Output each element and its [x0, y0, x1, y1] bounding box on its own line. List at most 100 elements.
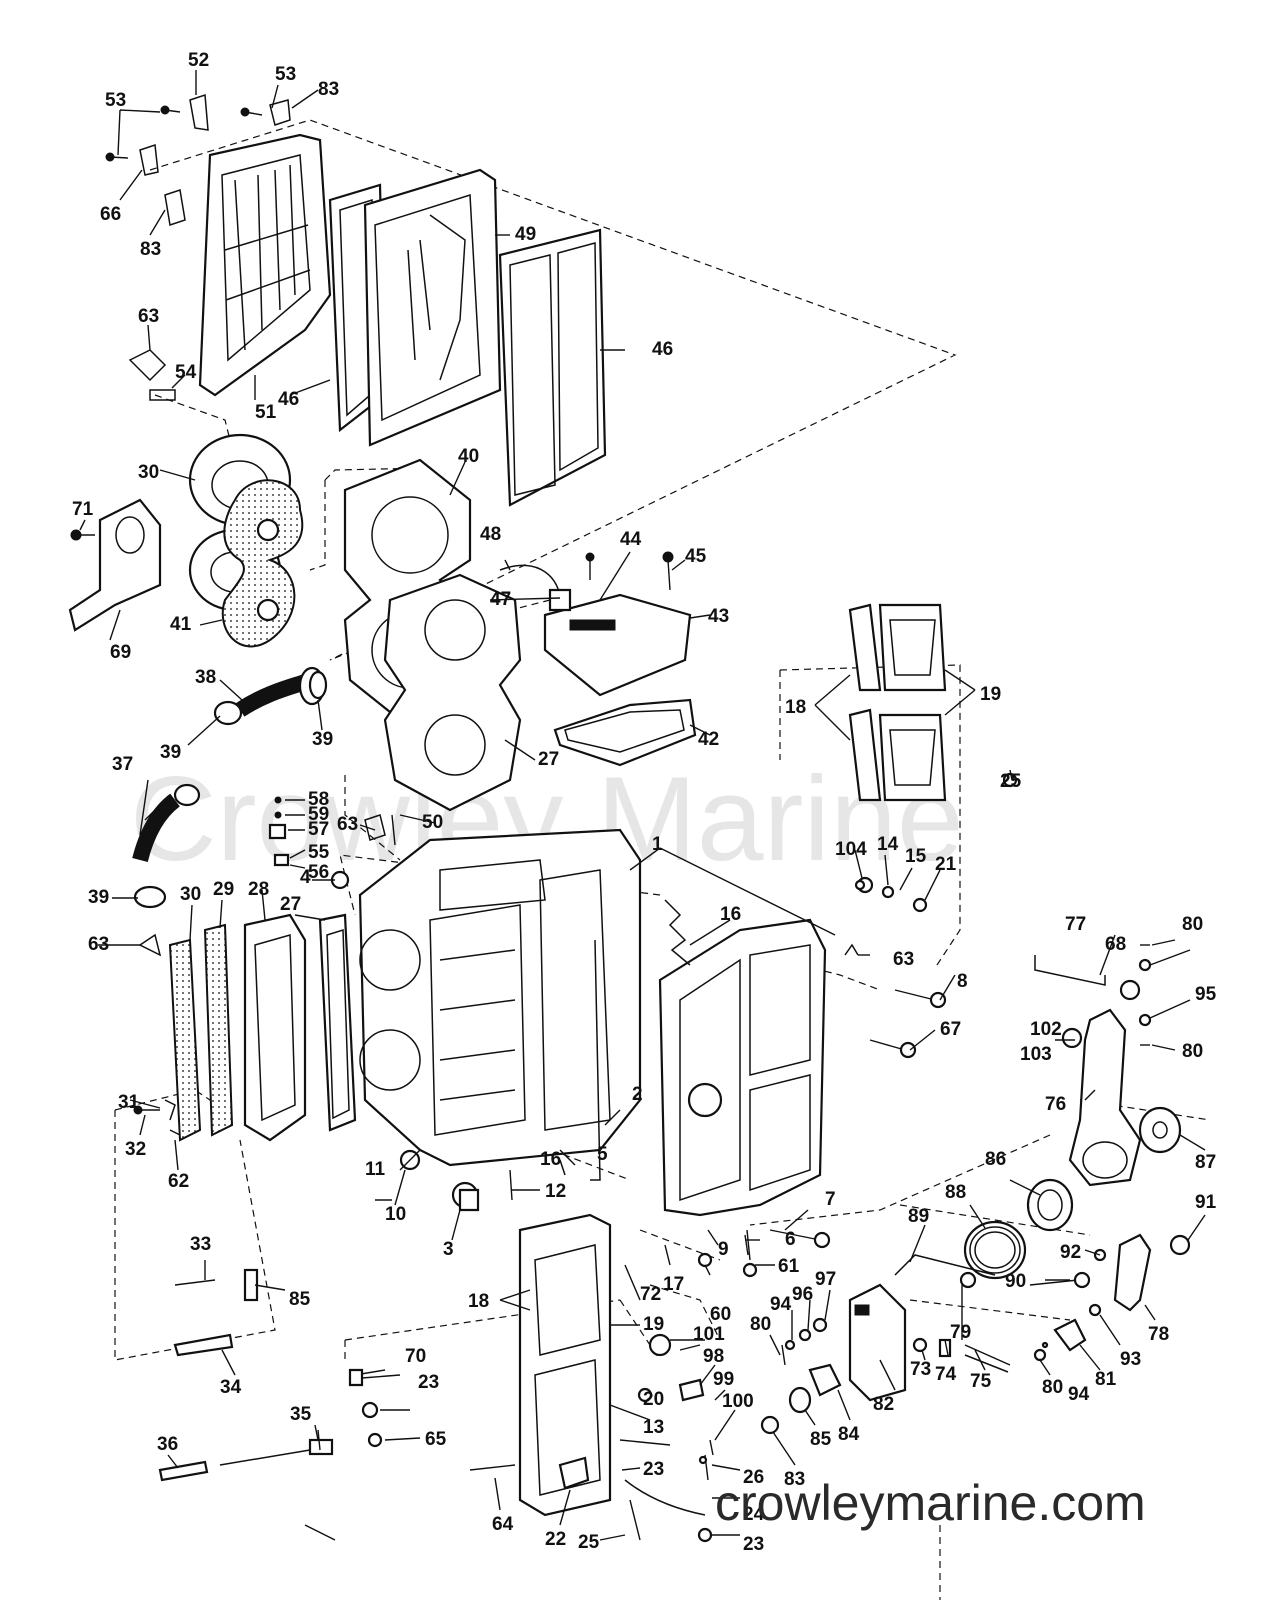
callout-50: 50: [422, 812, 443, 833]
cover-43: [543, 593, 692, 697]
gasket-27-side: [318, 913, 357, 1132]
callout-8: 8: [957, 971, 968, 992]
callout-91: 91: [1195, 1192, 1217, 1213]
callout-22: 22: [545, 1529, 566, 1550]
callout-80b: 80: [1182, 1041, 1203, 1062]
callout-87: 87: [1195, 1152, 1216, 1173]
callout-48: 48: [480, 524, 501, 545]
head-gasket-27: [383, 573, 522, 812]
bracket-69: [68, 498, 162, 632]
exhaust-manifold-49: [363, 168, 502, 447]
spring-88: [963, 1220, 1027, 1280]
gasket-46-right: [498, 228, 607, 507]
callout-63c: 63: [88, 934, 109, 955]
callout-49: 49: [515, 224, 536, 245]
callout-28: 28: [248, 879, 269, 900]
callout-98: 98: [703, 1346, 724, 1367]
callout-75: 75: [970, 1371, 992, 1392]
throttle-lever-76: [1068, 1008, 1142, 1187]
link-78: [1113, 1233, 1152, 1312]
intake-manifold-20: [518, 1213, 612, 1517]
callout-40: 40: [458, 446, 479, 467]
callout-67: 67: [940, 1019, 961, 1040]
callout-10: 10: [385, 1204, 406, 1225]
callout-63a: 63: [138, 306, 159, 327]
callout-27a: 27: [538, 749, 559, 770]
callout-46a: 46: [652, 339, 673, 360]
callout-39b: 39: [312, 729, 333, 750]
callout-44: 44: [620, 529, 642, 550]
callout-7: 7: [825, 1189, 836, 1210]
callout-15: 15: [905, 846, 927, 867]
callout-79: 79: [950, 1322, 971, 1343]
callout-42: 42: [698, 729, 719, 750]
callout-20: 20: [643, 1389, 664, 1410]
callout-77: 77: [1065, 914, 1086, 935]
callout-97: 97: [815, 1269, 836, 1290]
callout-37: 37: [112, 754, 133, 775]
crankcase-cover-1: [658, 918, 827, 1217]
callout-34: 34: [220, 1377, 242, 1398]
callout-58: 58: [308, 789, 329, 810]
callout-17: 17: [663, 1274, 684, 1295]
callout-4: 4: [300, 867, 311, 888]
callout-54: 54: [175, 362, 197, 383]
callout-84: 84: [838, 1424, 860, 1445]
hose-47-48: [499, 564, 572, 612]
callout-66: 66: [100, 204, 121, 225]
callout-19a: 19: [980, 684, 1001, 705]
exhaust-cover-51: [198, 133, 332, 397]
gasket-41: [221, 479, 304, 648]
callout-18b: 18: [468, 1291, 489, 1312]
callout-23a: 23: [418, 1372, 439, 1393]
callout-14: 14: [877, 834, 899, 855]
callout-5: 5: [597, 1144, 608, 1165]
leader-lines: [79, 70, 1206, 1541]
callout-95: 95: [1195, 984, 1217, 1005]
callout-52: 52: [188, 50, 209, 71]
callout-96: 96: [792, 1284, 813, 1305]
callout-103: 103: [1020, 1044, 1052, 1065]
callout-3: 3: [443, 1239, 454, 1260]
callout-69: 69: [110, 642, 131, 663]
clamps-39: [133, 670, 328, 909]
callout-85a: 85: [289, 1289, 311, 1310]
callout-2: 2: [632, 1084, 643, 1105]
callout-30b: 30: [180, 884, 201, 905]
callout-51: 51: [255, 402, 277, 423]
callout-76: 76: [1045, 1094, 1066, 1115]
gasket-29: [203, 923, 234, 1137]
callout-39a: 39: [160, 742, 181, 763]
throttle-cam-82: [848, 1283, 907, 1402]
callout-71: 71: [72, 499, 94, 520]
callout-80a: 80: [1182, 914, 1203, 935]
callout-78: 78: [1148, 1324, 1169, 1345]
callout-41: 41: [170, 614, 192, 635]
callout-26: 26: [743, 1467, 764, 1488]
callout-23c: 23: [743, 1534, 764, 1555]
callout-38: 38: [195, 667, 216, 688]
callout-101: 101: [693, 1324, 725, 1345]
callout-18a: 18: [785, 697, 806, 718]
callout-68: 68: [1105, 934, 1126, 955]
callout-80c: 80: [750, 1314, 771, 1335]
callout-61: 61: [778, 1256, 800, 1277]
callout-82: 82: [873, 1394, 894, 1415]
callout-59: 59: [308, 804, 329, 825]
callout-19b: 19: [643, 1314, 664, 1335]
callout-35: 35: [290, 1404, 312, 1425]
water-jacket-cover-28: [243, 913, 307, 1142]
callout-30a: 30: [138, 462, 159, 483]
callout-92: 92: [1060, 1242, 1081, 1263]
callout-25a: 25: [1000, 771, 1022, 792]
callout-9: 9: [718, 1239, 729, 1260]
callout-81: 81: [1095, 1369, 1117, 1390]
callout-60: 60: [710, 1304, 731, 1325]
gasket-42: [553, 698, 697, 767]
callout-46b: 46: [278, 389, 299, 410]
hose-37: [132, 793, 181, 863]
callout-100: 100: [722, 1391, 754, 1412]
callout-43: 43: [708, 606, 729, 627]
callout-94a: 94: [770, 1294, 792, 1315]
callout-104: 104: [835, 839, 867, 860]
